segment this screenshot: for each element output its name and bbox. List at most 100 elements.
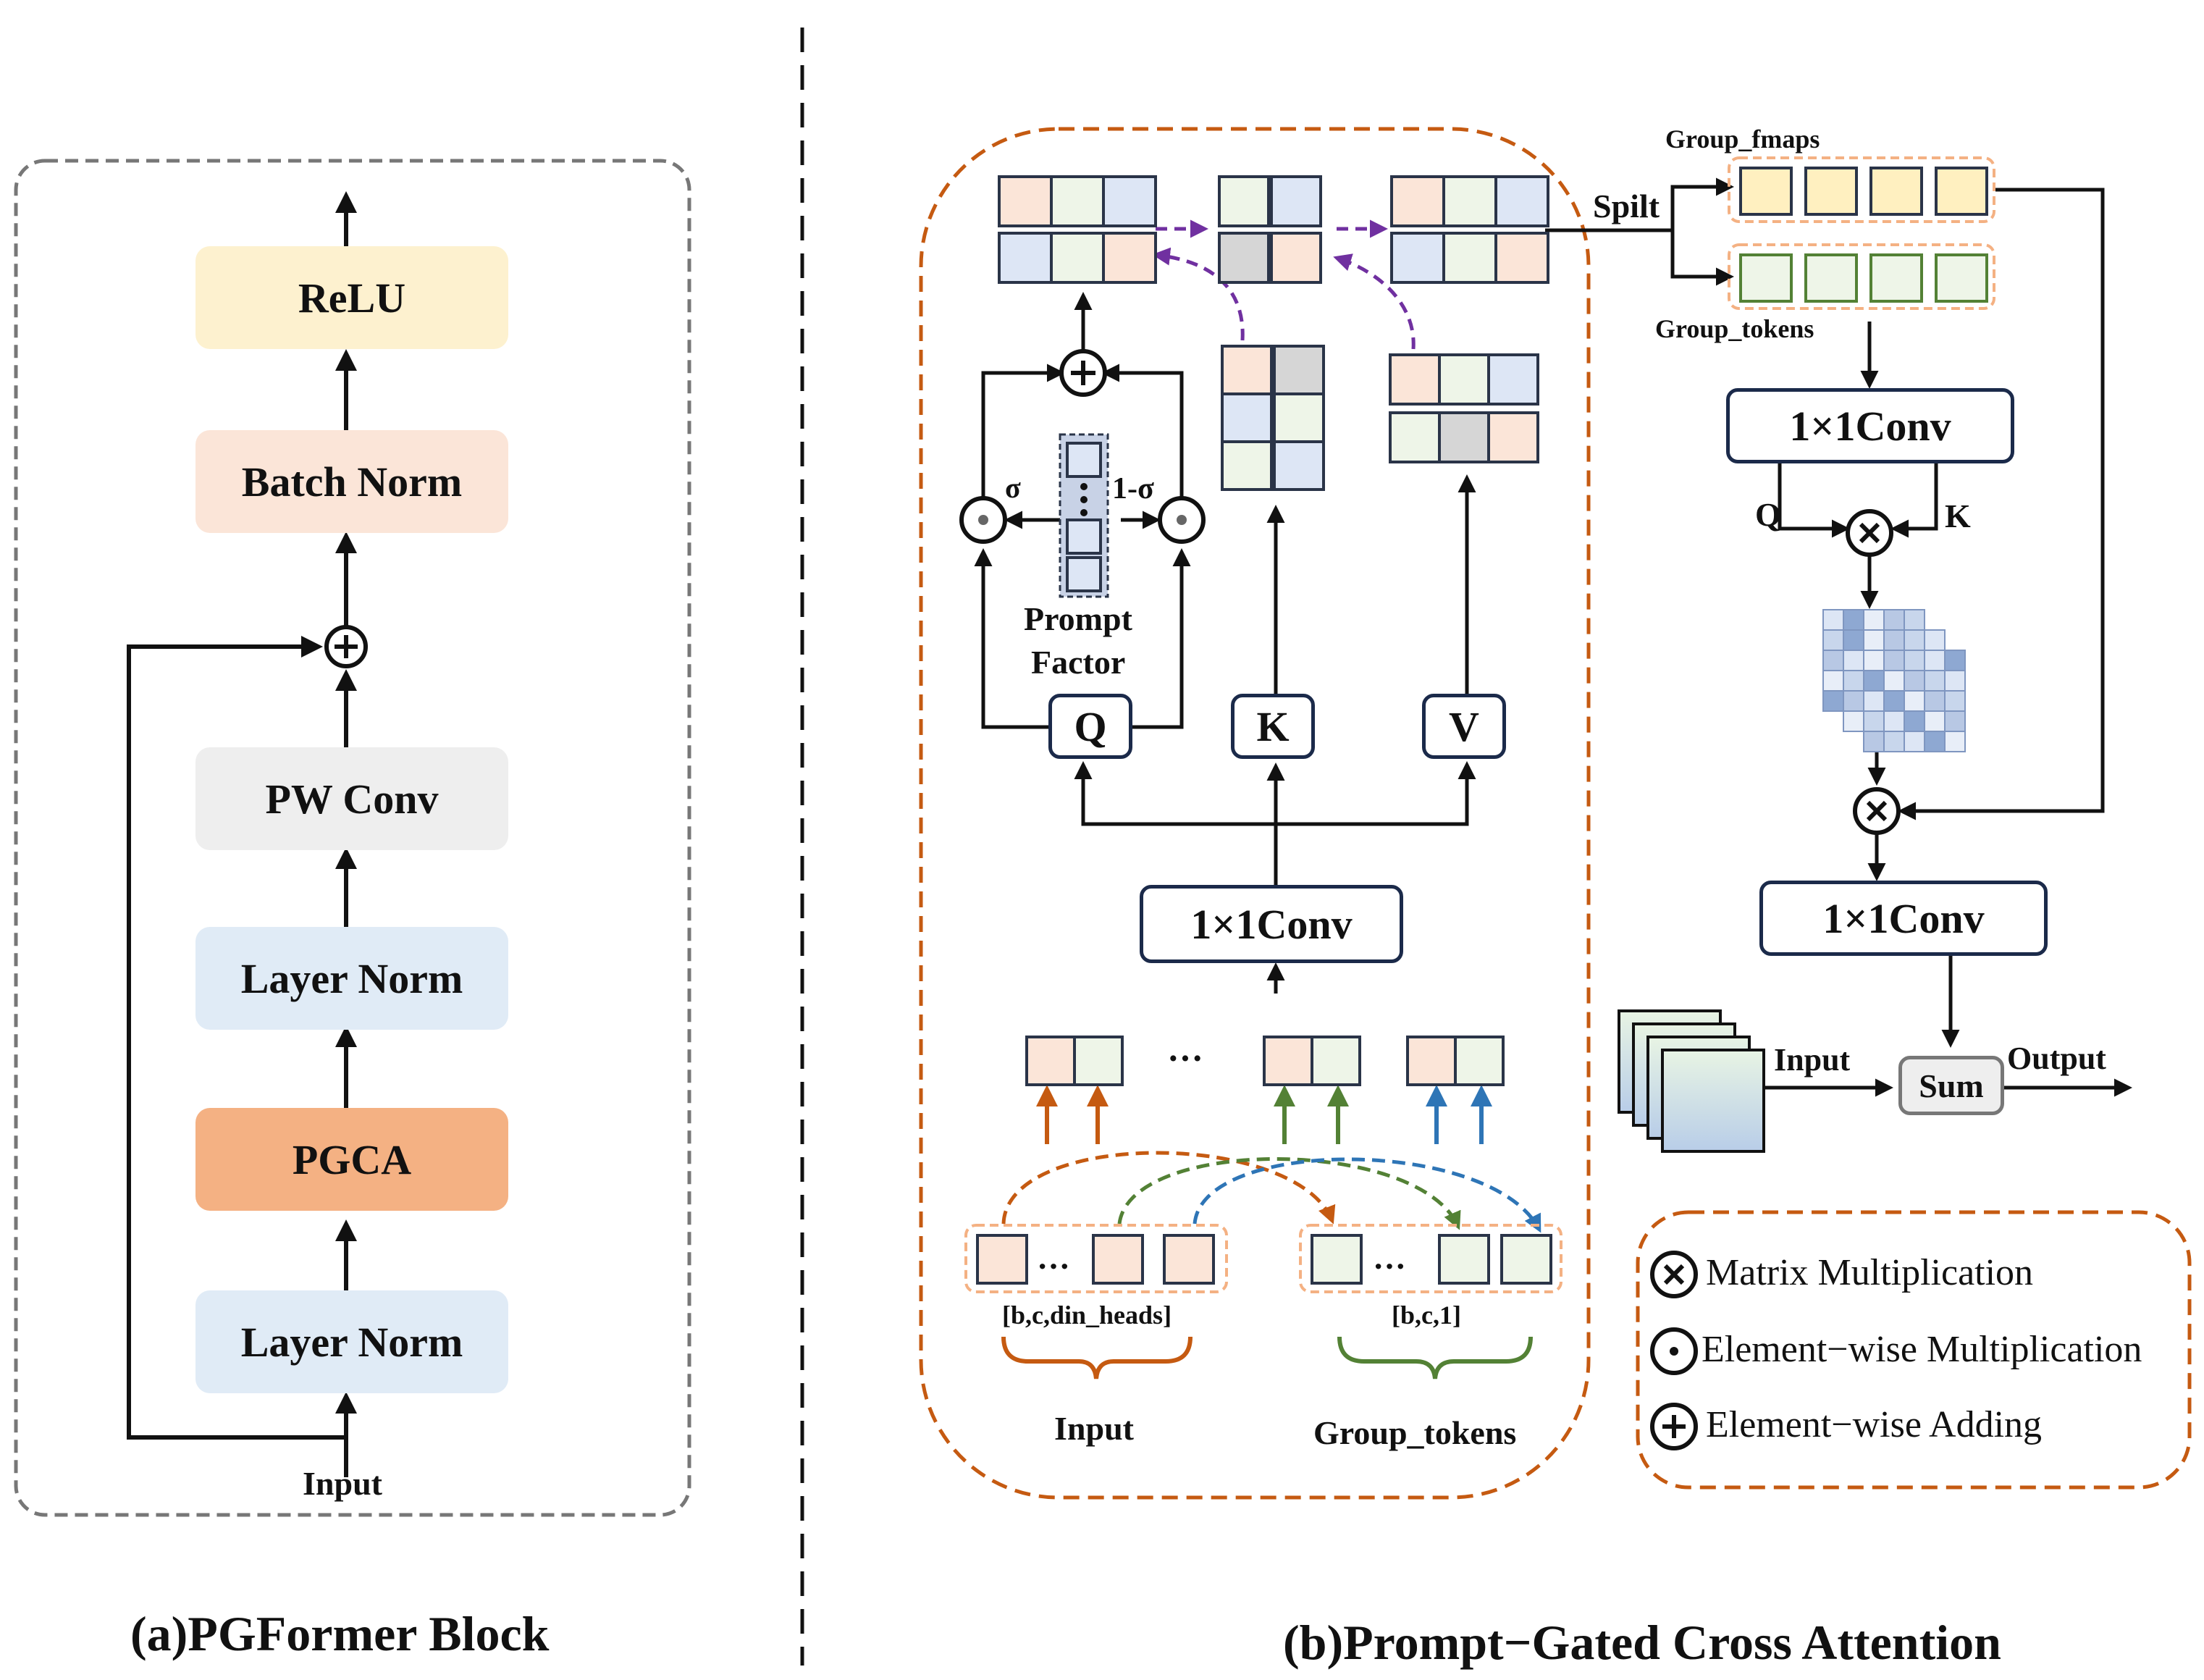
token-pair-cell	[1311, 1036, 1361, 1086]
attention-map-icon	[1822, 609, 1966, 752]
group-fmap-cell	[1869, 167, 1923, 216]
heatmap-cell	[1822, 690, 1844, 712]
heatmap-cell	[1944, 650, 1966, 671]
elementwise-mult-node-left	[959, 496, 1007, 544]
heatmap-cell	[1904, 670, 1925, 692]
heatmap-cell	[1863, 710, 1885, 732]
heatmap-cell	[1843, 629, 1864, 651]
matrix-cell	[998, 175, 1053, 227]
matrix-cell	[1390, 175, 1445, 227]
pgca-block: PGCA	[195, 1108, 508, 1211]
conv-right-top-box: 1×1Conv	[1726, 388, 2014, 463]
matrix-cell	[1270, 232, 1322, 284]
group-fmap-cell	[1739, 167, 1793, 216]
matrix-cell	[1050, 175, 1105, 227]
matrix-cell	[1218, 175, 1270, 227]
panel-a-input-label: Input	[303, 1465, 382, 1502]
one-minus-sigma-label: 1-σ	[1112, 472, 1154, 505]
heatmap-cell	[1822, 650, 1844, 671]
heatmap-cell	[1822, 670, 1844, 692]
pw-conv-block: PW Conv	[195, 747, 508, 850]
input-cell	[1092, 1234, 1144, 1285]
legend-add-icon	[1650, 1403, 1698, 1450]
matrix-cell	[1270, 175, 1322, 227]
heatmap-cell	[1883, 731, 1905, 752]
heatmap-cell	[1843, 710, 1864, 732]
token-pair-cell	[1073, 1036, 1124, 1086]
group-fmap-cell	[1935, 167, 1988, 216]
heatmap-cell	[1944, 710, 1966, 732]
layer-norm-block-top: Layer Norm	[195, 927, 508, 1030]
group-token-cell	[1869, 253, 1923, 303]
q-box: Q	[1048, 694, 1132, 759]
k-matrix-cell	[1221, 392, 1273, 443]
heatmap-cell	[1843, 650, 1864, 671]
tokens-brace	[1337, 1336, 1533, 1379]
v-matrix-cell	[1389, 353, 1441, 406]
heatmap-cell	[1904, 690, 1925, 712]
matrix-cell	[1102, 175, 1157, 227]
heatmap-cell	[1924, 629, 1946, 651]
output-label: Output	[2007, 1041, 2106, 1076]
matrix-cell	[1494, 175, 1549, 227]
dots-tokens: ···	[1373, 1248, 1407, 1285]
heatmap-cell	[1883, 629, 1905, 651]
legend-matrix-mult: Matrix Multiplication	[1706, 1252, 2034, 1293]
group-tokens-top-label: Group_tokens	[1655, 314, 1814, 343]
elementwise-mult-node-right	[1158, 496, 1206, 544]
tokens-shape-label: [b,c,1]	[1392, 1301, 1461, 1330]
heatmap-cell	[1863, 670, 1885, 692]
v-box: V	[1422, 694, 1506, 759]
heatmap-cell	[1843, 690, 1864, 712]
matrix-cell	[1442, 232, 1497, 284]
input-brace	[1001, 1336, 1193, 1379]
group-tokens-box	[1728, 243, 1995, 310]
heatmap-cell	[1883, 609, 1905, 631]
v-matrix-cell	[1487, 411, 1539, 463]
panel-b-caption: (b)Prompt−Gated Cross Attention	[1283, 1615, 2001, 1670]
token-cell	[1311, 1234, 1363, 1285]
legend-frame	[1636, 1210, 2192, 1490]
prompt-label: Prompt	[1024, 600, 1132, 637]
heatmap-cell	[1944, 690, 1966, 712]
matrix-cell	[1050, 232, 1105, 284]
dots-mid: ···	[1167, 1038, 1204, 1078]
heatmap-cell	[1924, 690, 1946, 712]
v-matrix-cell	[1438, 411, 1490, 463]
group-token-cell	[1804, 253, 1858, 303]
token-pair-cell	[1406, 1036, 1457, 1086]
heatmap-cell	[1883, 690, 1905, 712]
input-shape-label: [b,c,din_heads]	[1002, 1301, 1172, 1330]
heatmap-cell	[1863, 609, 1885, 631]
heatmap-cell	[1822, 629, 1844, 651]
matrix-cell	[998, 232, 1053, 284]
matrix-cell	[1102, 232, 1157, 284]
matrix-cell	[1442, 175, 1497, 227]
heatmap-cell	[1822, 609, 1844, 631]
k-matrix-cell	[1221, 345, 1273, 395]
group-tokens-label-b: Group_tokens	[1313, 1414, 1517, 1451]
heatmap-cell	[1883, 650, 1905, 671]
matrix-cell	[1218, 232, 1270, 284]
heatmap-cell	[1863, 629, 1885, 651]
legend-elementwise-add: Element−wise Adding	[1706, 1404, 2043, 1445]
v-matrix-cell	[1389, 411, 1441, 463]
k-matrix-cell	[1273, 392, 1325, 443]
heatmap-cell	[1863, 731, 1885, 752]
group-fmap-cell	[1804, 167, 1858, 216]
v-matrix-cell	[1487, 353, 1539, 406]
token-cell	[1500, 1234, 1552, 1285]
heatmap-cell	[1924, 670, 1946, 692]
input-right-label: Input	[1774, 1042, 1851, 1078]
token-pair-cell	[1025, 1036, 1076, 1086]
k-right-label: K	[1945, 497, 1971, 534]
k-matrix-cell	[1221, 440, 1273, 491]
heatmap-cell	[1924, 710, 1946, 732]
sigma-label: σ	[1005, 471, 1021, 504]
group-token-cell	[1739, 253, 1793, 303]
sum-box: Sum	[1898, 1056, 2004, 1115]
matrix-cell	[1494, 232, 1549, 284]
panel-a-caption: (a)PGFormer Block	[130, 1606, 550, 1661]
heatmap-cell	[1843, 609, 1864, 631]
matrix-cell	[1390, 232, 1445, 284]
